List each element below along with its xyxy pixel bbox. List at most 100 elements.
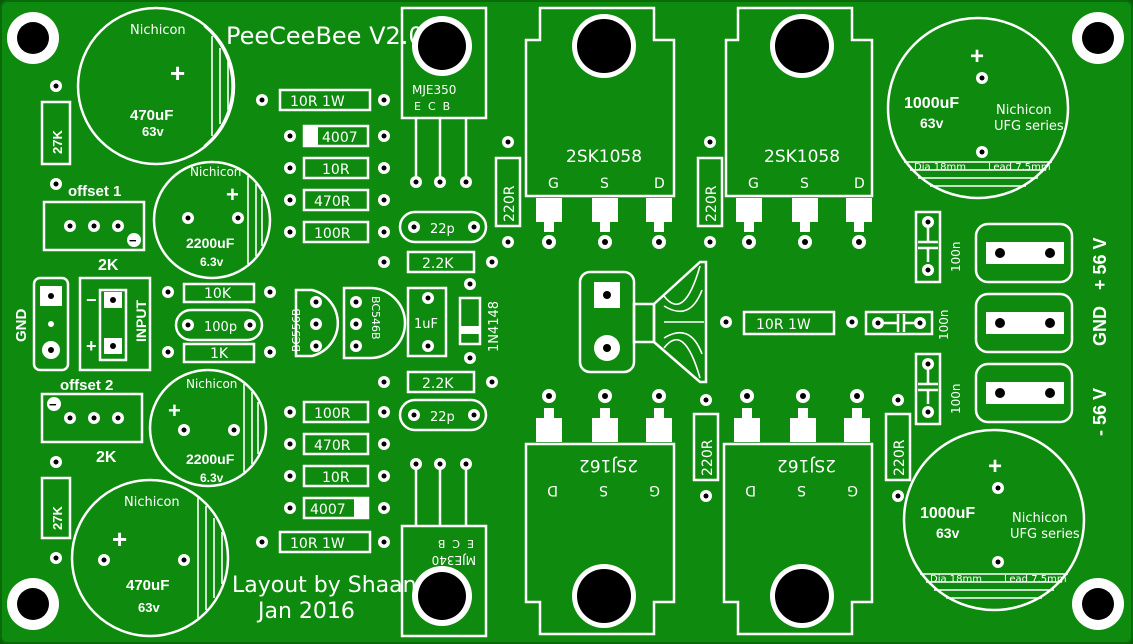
r-10r-bot-label: 10R <box>322 470 350 486</box>
resistor-100r-top: 100R <box>284 220 390 244</box>
offset-2-label: offset 2 <box>60 377 113 394</box>
transistor-mje350: MJE350 E C B <box>400 6 488 188</box>
capacitor-c1: Nichicon + 470uF 63v <box>76 6 236 166</box>
cap-c4-plus: + <box>112 524 127 554</box>
mounting-hole-br <box>1072 578 1124 630</box>
resistor-100r-bot: 100R <box>284 400 390 424</box>
r-10k-label: 10K <box>204 286 232 302</box>
offset-1-minus: − <box>129 233 137 248</box>
power-pos-label: + 56 V <box>1090 237 1110 290</box>
c-100p-label: 100p <box>204 320 237 335</box>
cap-c2-plus: + <box>226 182 239 207</box>
resistor-220r-3: 220R <box>692 394 720 502</box>
mosfet-2sk1058-2: 2SK1058 G S D <box>724 6 874 249</box>
trimmer-offset-1[interactable]: offset 1 − 2K <box>42 183 146 274</box>
r-10r1w-top-label: 10R 1W <box>290 94 345 110</box>
cap-c1-plus: + <box>170 58 185 88</box>
resistor-470r-top: 470R <box>284 188 390 212</box>
credit-line-1: Layout by Shaan <box>232 573 417 598</box>
capacitor-c4: Nichicon + 470uF 63v <box>70 478 230 638</box>
r-100r-bot-label: 100R <box>314 406 351 422</box>
mos-n2-s: S <box>800 176 809 192</box>
mos-p1-g: G <box>649 482 660 498</box>
capacitor-100n-2: 100n <box>864 309 951 340</box>
r-2k2-bot-label: 2.2K <box>422 376 454 392</box>
mos-n1-g: G <box>548 176 559 192</box>
mje340-pins: E C B <box>438 537 474 550</box>
mounting-hole-tl <box>7 12 59 64</box>
mosfet-2sk1058-1: 2SK1058 G S D <box>524 6 676 249</box>
d-1n4148-label: 1N4148 <box>487 301 502 352</box>
power-connector-pos[interactable]: + 56 V <box>974 222 1110 290</box>
input-label: INPUT <box>133 300 149 342</box>
c-22p-top-label: 22p <box>430 222 455 237</box>
mos-n2-g: G <box>748 176 759 192</box>
capacitor-c2: Nichicon + 2200uF 6.3v <box>152 160 272 280</box>
mos-p1-d: D <box>547 482 558 498</box>
capacitor-c6: + 1000uF 63v Nichicon UFG series Dia 18m… <box>902 428 1086 612</box>
input-gnd-label: GND <box>13 309 30 343</box>
r-220r-2-label: 220R <box>704 185 720 222</box>
offset-2-minus: − <box>49 397 57 412</box>
r-1k-label: 1K <box>210 346 229 362</box>
input-plus: + <box>86 336 97 356</box>
capacitor-22p-bot: 22p <box>398 398 488 432</box>
capacitor-100n-1: 100n <box>914 210 963 284</box>
r-220r-3-label: 220R <box>700 439 716 476</box>
mos-n1-d: D <box>654 176 665 192</box>
capacitor-c3: Nichicon + 2200uF 6.3v <box>148 368 268 488</box>
cap-c3-voltage: 6.3v <box>200 471 224 485</box>
trimmer-offset-2[interactable]: offset 2 − 2K <box>40 377 144 466</box>
cap-c1-brand: Nichicon <box>130 23 186 38</box>
cap-c2-brand: Nichicon <box>190 165 241 179</box>
power-connector-gnd[interactable]: GND <box>974 292 1110 354</box>
resistor-1k: 1K <box>162 342 276 364</box>
mosfet-2sj162-1: G S D 2SJ162 <box>524 389 676 636</box>
r-470r-bot-label: 470R <box>314 438 351 454</box>
cap-c5-dia: Dia 18mm <box>914 162 966 173</box>
input-connector[interactable]: GND − + INPUT <box>13 276 152 372</box>
cap-c1-value: 470uF <box>130 107 173 124</box>
speaker-output[interactable] <box>578 260 708 384</box>
power-connector-neg[interactable]: - 56 V <box>974 362 1110 436</box>
cap-c6-brand: Nichicon <box>1012 511 1068 526</box>
c-100n-3-label: 100n <box>949 383 963 414</box>
mos-p2-name: 2SJ162 <box>777 455 836 475</box>
mounting-hole-bl <box>7 578 59 630</box>
q-bc546-label: BC546B <box>369 296 382 340</box>
r-10r1w-bot-label: 10R 1W <box>290 536 345 552</box>
capacitor-100p: 100p <box>174 308 264 342</box>
mje340-name: MJE340 <box>432 553 476 567</box>
mounting-hole-tr <box>1072 12 1124 64</box>
cap-c6-voltage: 63v <box>936 525 960 541</box>
mos-p2-d: D <box>745 482 756 498</box>
r-470r-top-label: 470R <box>314 194 351 210</box>
mos-p1-name: 2SJ162 <box>579 455 638 475</box>
offset-1-value: 2K <box>98 257 119 274</box>
cap-c5-voltage: 63v <box>920 115 944 131</box>
mos-p2-g: G <box>847 482 858 498</box>
cap-c4-voltage: 63v <box>138 600 160 615</box>
cap-c2-value: 2200uF <box>186 235 235 251</box>
cap-c6-plus: + <box>988 453 1002 480</box>
resistor-10r-1w-out: 10R 1W <box>720 310 858 336</box>
cap-c4-brand: Nichicon <box>124 495 180 510</box>
q-bc556-label: BC556B <box>290 308 303 352</box>
d-4007-top-label: 4007 <box>322 130 358 146</box>
cap-c6-series: UFG series <box>1010 527 1080 542</box>
cap-c3-brand: Nichicon <box>186 377 237 391</box>
diode-4007-top: 4007 <box>284 124 390 148</box>
diode-4007-bot: 4007 <box>284 496 390 520</box>
cap-c6-dia: Dia 18mm <box>930 574 982 585</box>
resistor-220r-4: 220R <box>884 394 912 502</box>
cap-c1-voltage: 63v <box>142 124 164 139</box>
resistor-2k2-bot: 2.2K <box>378 370 498 394</box>
offset-2-value: 2K <box>96 449 117 466</box>
mos-n2-name: 2SK1058 <box>764 147 840 167</box>
d-4007-bot-label: 4007 <box>310 502 346 518</box>
cap-c5-lead: Lead 7.5mm <box>988 162 1051 173</box>
mosfet-2sj162-2: G S D 2SJ162 <box>722 389 874 636</box>
mos-n2-d: D <box>854 176 865 192</box>
